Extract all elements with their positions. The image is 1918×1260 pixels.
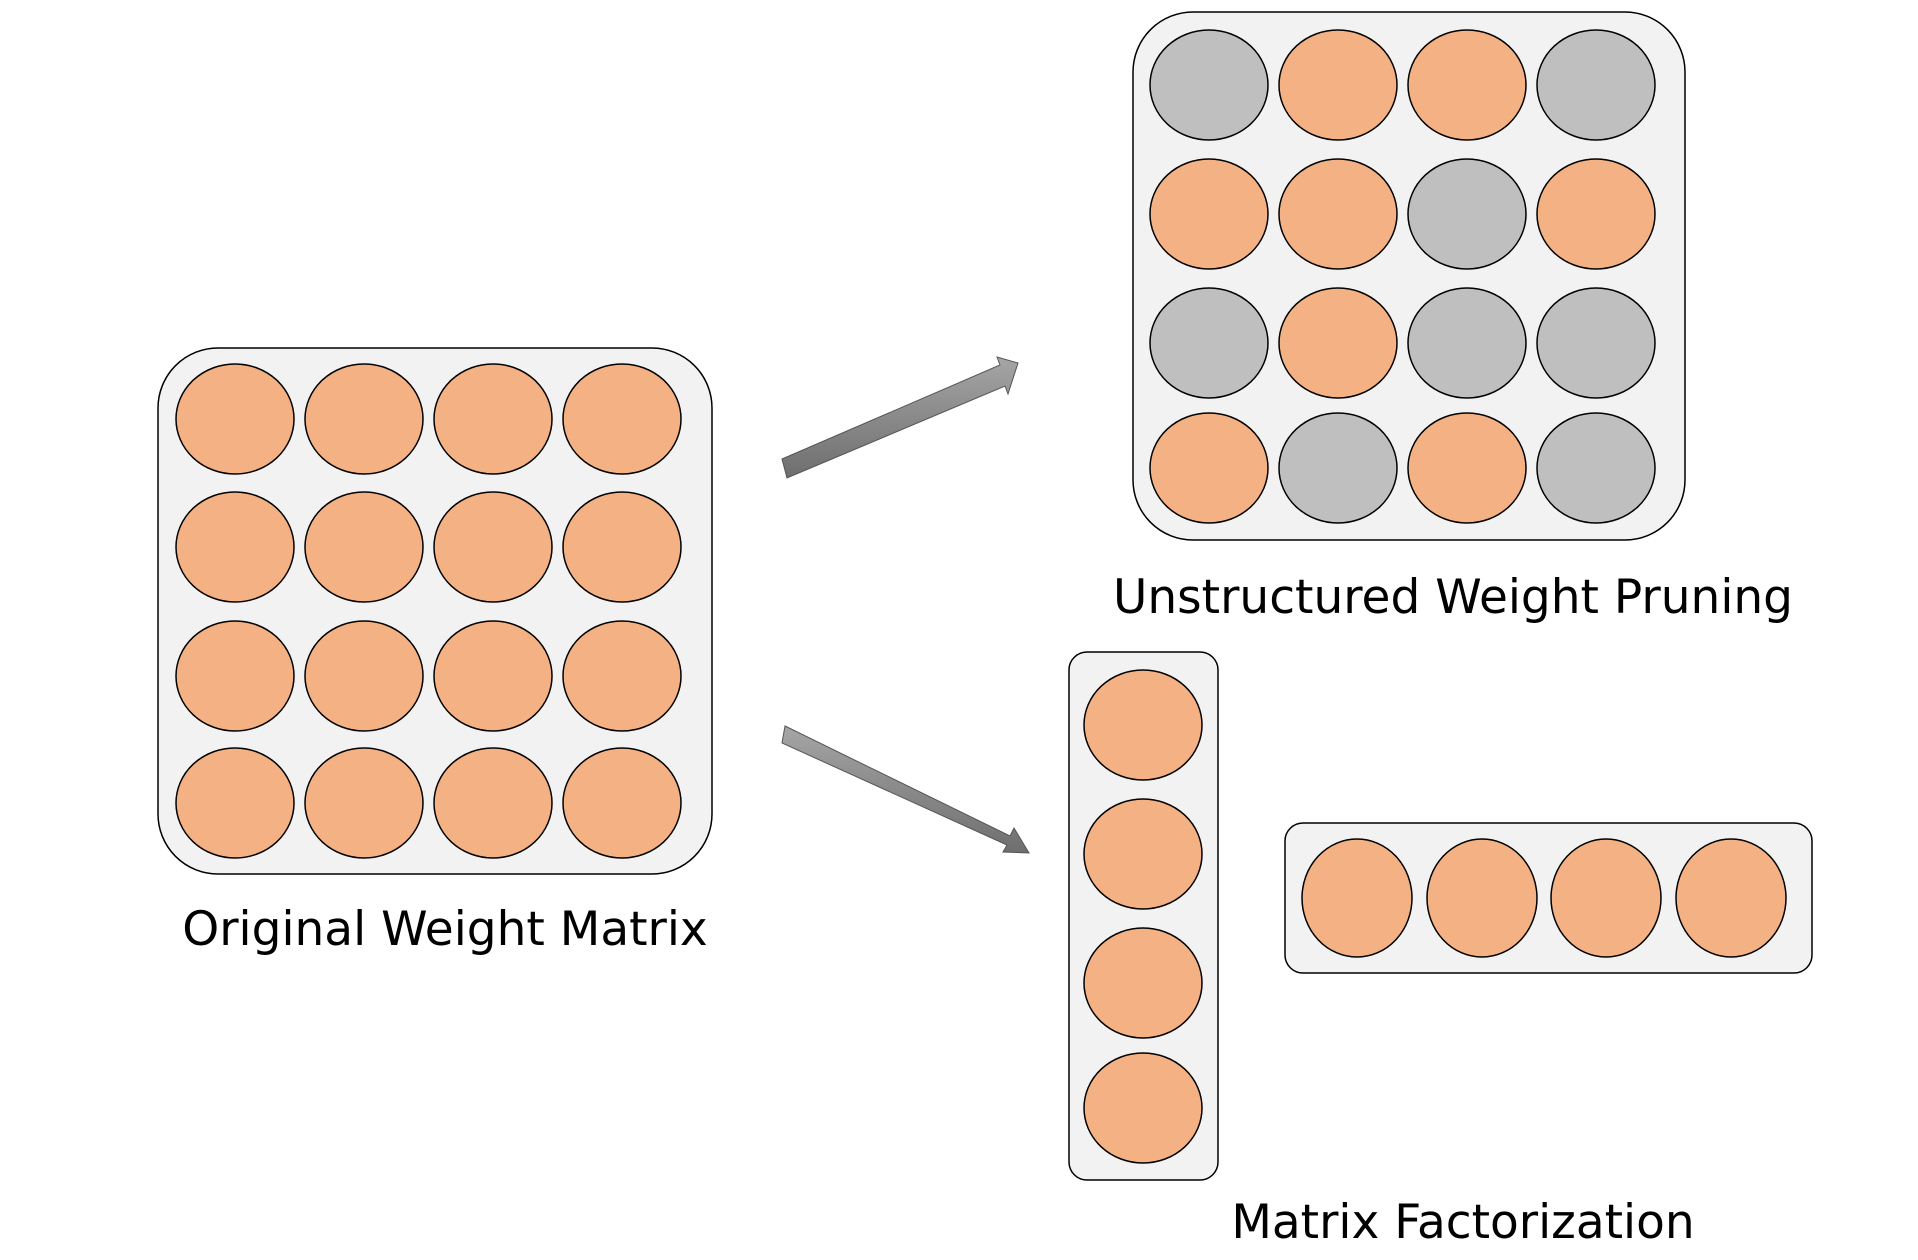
row-factor-cell (1301, 838, 1413, 958)
column-factor (1068, 651, 1219, 1181)
original-matrix-cells (175, 363, 682, 859)
pruned-matrix (1132, 11, 1686, 541)
weight-cell (433, 747, 553, 859)
weight-cell (1536, 158, 1656, 270)
weight-cell (304, 620, 424, 732)
pruning-label: Unstructured Weight Pruning (1113, 570, 1793, 625)
weight-cell (433, 363, 553, 475)
pruned-matrix-panel (1132, 11, 1686, 541)
arrow-to-factorization (781, 725, 1030, 854)
column-factor-cell (1083, 1052, 1203, 1164)
pruned-weight-cell (1407, 287, 1527, 399)
pruned-weight-cell (1536, 412, 1656, 524)
weight-cell (1407, 29, 1527, 141)
weight-cell (433, 620, 553, 732)
weight-cell (433, 491, 553, 603)
row-factor-panel (1284, 822, 1813, 974)
pruned-weight-cell (1149, 287, 1269, 399)
pruned-weight-cell (1536, 287, 1656, 399)
row-factor-cells (1301, 838, 1787, 958)
row-factor-cell (1426, 838, 1538, 958)
weight-cell (562, 363, 682, 475)
weight-cell (1149, 158, 1269, 270)
weight-cell (1278, 158, 1398, 270)
column-factor-panel (1068, 651, 1219, 1181)
pruned-matrix-cells (1149, 29, 1656, 524)
row-factor-cell (1550, 838, 1662, 958)
pruned-weight-cell (1149, 29, 1269, 141)
weight-cell (562, 620, 682, 732)
column-factor-cell (1083, 669, 1203, 781)
weight-cell (304, 747, 424, 859)
pruned-weight-cell (1536, 29, 1656, 141)
weight-cell (304, 491, 424, 603)
factorization-label: Matrix Factorization (1231, 1195, 1694, 1250)
weight-cell (562, 491, 682, 603)
column-factor-cell (1083, 927, 1203, 1039)
pruned-weight-cell (1278, 412, 1398, 524)
original-matrix-label: Original Weight Matrix (182, 902, 708, 957)
weight-cell (1149, 412, 1269, 524)
weight-cell (175, 747, 295, 859)
weight-cell (1278, 287, 1398, 399)
original-matrix (157, 347, 713, 875)
weight-cell (1278, 29, 1398, 141)
weight-cell (175, 491, 295, 603)
weight-cell (304, 363, 424, 475)
weight-cell (562, 747, 682, 859)
weight-cell (1407, 412, 1527, 524)
column-factor-cell (1083, 798, 1203, 910)
column-factor-cells (1083, 669, 1203, 1164)
weight-cell (175, 620, 295, 732)
row-factor (1284, 822, 1813, 974)
original-matrix-panel (157, 347, 713, 875)
arrow-to-pruning (781, 356, 1019, 479)
row-factor-cell (1675, 838, 1787, 958)
weight-cell (175, 363, 295, 475)
pruned-weight-cell (1407, 158, 1527, 270)
